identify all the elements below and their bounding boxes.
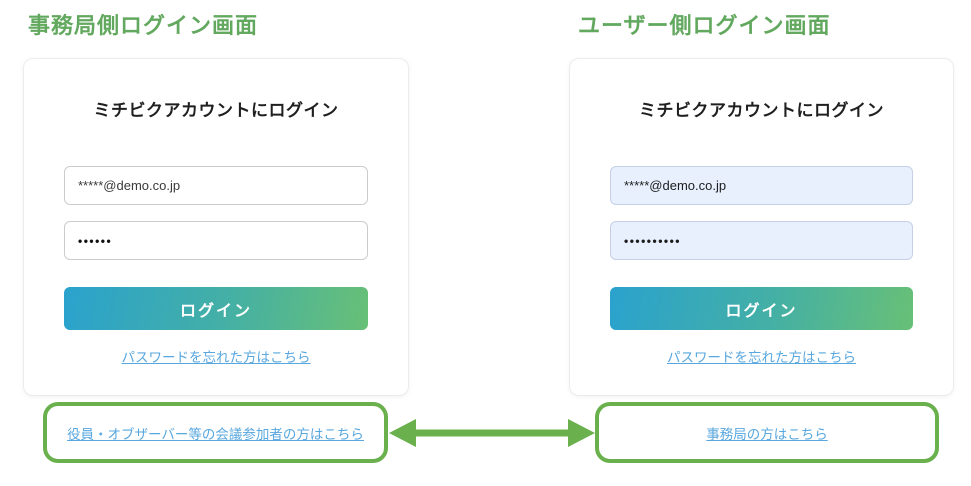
secretariat-switch-box: 事務局の方はこちら xyxy=(595,402,939,463)
admin-login-card: ミチビクアカウントにログイン ログイン パスワードを忘れた方はこちら xyxy=(23,58,409,396)
user-login-card: ミチビクアカウントにログイン ログイン パスワードを忘れた方はこちら xyxy=(569,58,954,396)
admin-login-button[interactable]: ログイン xyxy=(64,287,368,330)
double-arrow-icon xyxy=(388,413,596,453)
admin-email-input[interactable] xyxy=(64,166,368,205)
admin-side-heading: 事務局側ログイン画面 xyxy=(28,13,259,38)
admin-login-form: ログイン パスワードを忘れた方はこちら xyxy=(64,166,368,367)
secretariat-link[interactable]: 事務局の方はこちら xyxy=(706,426,828,442)
user-password-input[interactable] xyxy=(610,221,913,260)
user-side-heading: ユーザー側ログイン画面 xyxy=(578,13,831,38)
user-card-title: ミチビクアカウントにログイン xyxy=(639,101,884,120)
admin-forgot-row: パスワードを忘れた方はこちら xyxy=(64,346,368,367)
meeting-participant-switch-box: 役員・オブザーバー等の会議参加者の方はこちら xyxy=(43,402,388,463)
admin-card-title: ミチビクアカウントにログイン xyxy=(93,101,339,120)
user-login-button[interactable]: ログイン xyxy=(610,287,913,330)
admin-password-input[interactable] xyxy=(64,221,368,260)
user-login-form: ログイン パスワードを忘れた方はこちら xyxy=(610,166,913,367)
user-forgot-row: パスワードを忘れた方はこちら xyxy=(610,346,913,367)
meeting-participant-link[interactable]: 役員・オブザーバー等の会議参加者の方はこちら xyxy=(67,426,364,442)
user-email-input[interactable] xyxy=(610,166,913,205)
user-forgot-password-link[interactable]: パスワードを忘れた方はこちら xyxy=(667,350,856,365)
admin-forgot-password-link[interactable]: パスワードを忘れた方はこちら xyxy=(121,350,311,365)
